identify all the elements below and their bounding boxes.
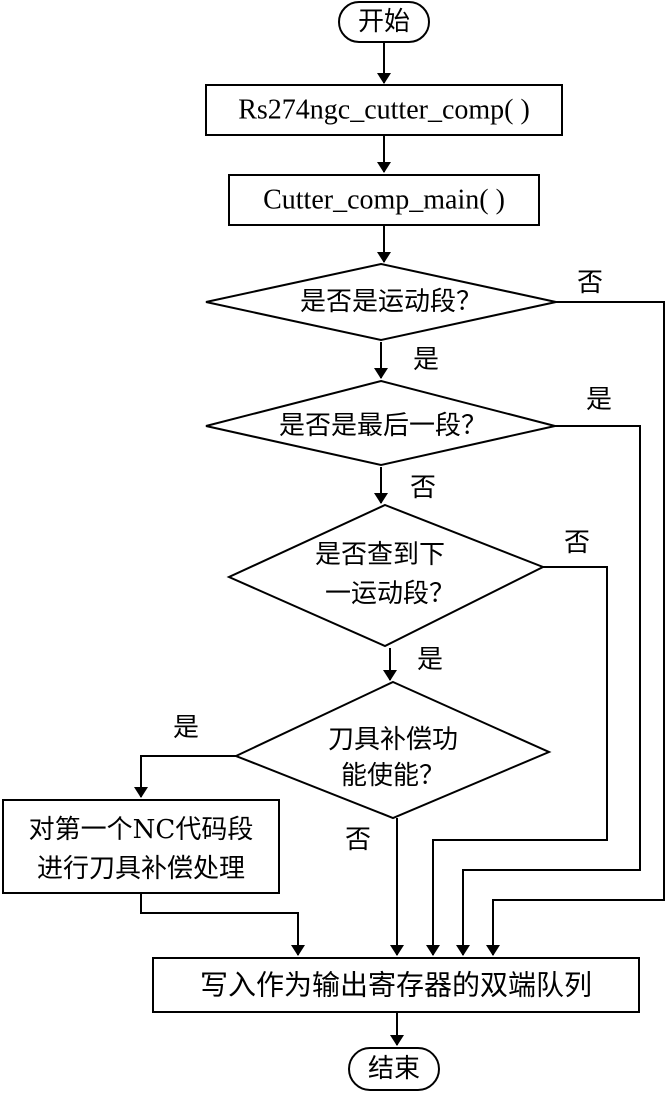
decision-comp-enabled-line2: 能使能？ [341,761,445,791]
label-motion-no: 否 [577,268,603,298]
rs274-label: Rs274ngc_cutter_comp( ) [238,95,530,126]
decision-comp-enabled: 刀具补偿功 能使能？ [233,680,552,820]
write-queue-label: 写入作为输出寄存器的双端队列 [200,969,592,1002]
edge-motion-no [486,301,665,956]
edge-comp-yes [134,755,236,798]
edge-comp-box-to-write [140,893,305,956]
start-label: 开始 [358,7,410,37]
comp-first-line2: 进行刀具补偿处理 [37,854,245,884]
branch-labels: 否 是 是 否 否 是 是 否 [173,268,612,855]
decision-next-motion-line2: 一运动段？ [325,579,455,609]
label-comp-no: 否 [345,825,371,855]
label-next-no: 否 [564,528,590,558]
decision-is-motion: 是否是运动段？ [205,262,557,342]
decision-next-motion-line1: 是否查到下 [315,540,445,570]
cutter-main-process: Cutter_comp_main( ) [228,174,540,226]
edge-last-yes [456,425,641,956]
label-comp-yes: 是 [173,713,199,743]
label-next-yes: 是 [417,645,443,675]
label-last-no: 否 [410,473,436,503]
end-node: 结束 [348,1047,440,1091]
decision-is-motion-label: 是否是运动段？ [300,287,482,317]
rs274-process: Rs274ngc_cutter_comp( ) [205,84,563,136]
connectors [134,42,665,1046]
comp-first-line1: 对第一个NC代码段 [29,815,254,845]
label-motion-yes: 是 [413,345,439,375]
end-label: 结束 [368,1054,420,1084]
edge-next-no [426,566,608,956]
cutter-main-label: Cutter_comp_main( ) [263,185,505,216]
decision-comp-enabled-line1: 刀具补偿功 [328,725,458,755]
decision-next-motion: 是否查到下 一运动段？ [226,503,546,648]
decision-is-last: 是否是最后一段？ [205,379,556,467]
comp-first-process: 对第一个NC代码段 进行刀具补偿处理 [2,799,280,894]
label-last-yes: 是 [586,385,612,415]
decision-is-last-label: 是否是最后一段？ [279,411,487,441]
start-node: 开始 [338,1,430,43]
write-queue-process: 写入作为输出寄存器的双端队列 [152,957,640,1013]
